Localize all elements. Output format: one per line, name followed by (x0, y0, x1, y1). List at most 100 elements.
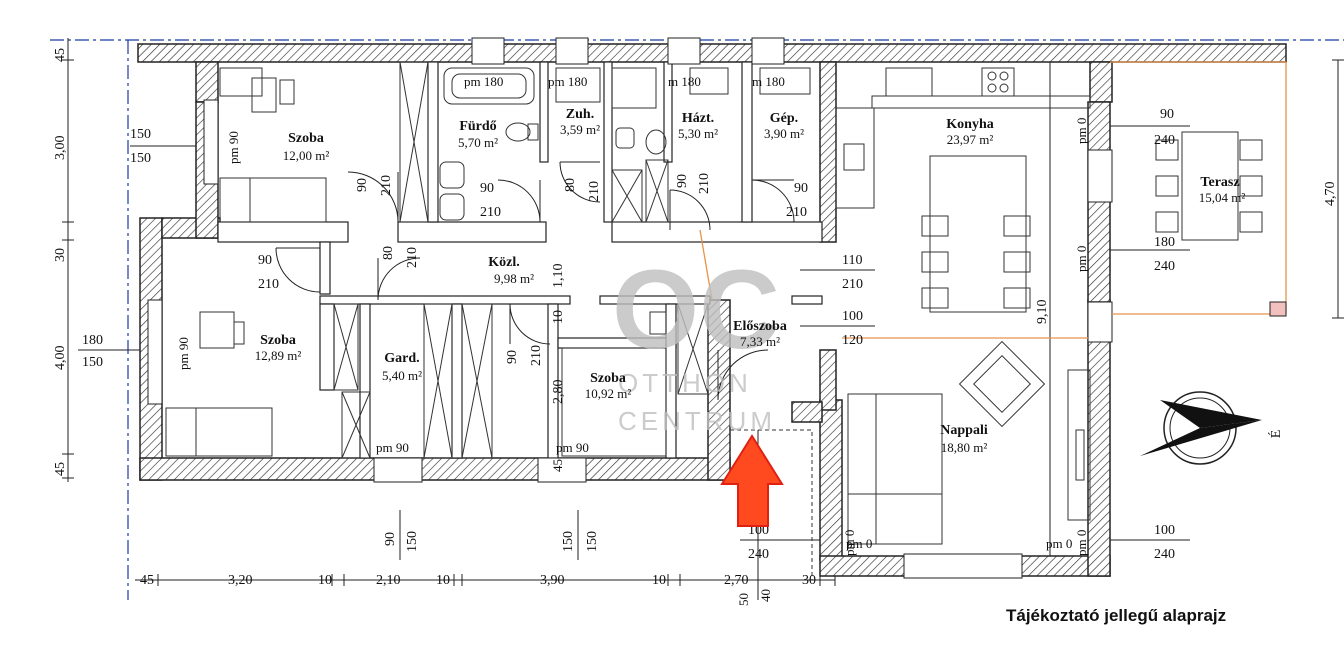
room-name-szoba1: Szoba (288, 131, 324, 146)
dim-label: 150 (405, 531, 420, 552)
dim-label: 2,70 (724, 573, 749, 588)
room-labels: Szoba 12,00 m² Fürdő 5,70 m² Zuh. 3,59 m… (255, 107, 1246, 455)
window-labels: pm 180 pm 180 m 180 m 180 pm 90 pm 90 pm… (176, 74, 1089, 556)
room-name-szoba3: Szoba (590, 371, 626, 386)
room-name-gard: Gard. (384, 351, 419, 366)
dim-label: 100 (1154, 523, 1175, 538)
dim-label: 30 (53, 248, 68, 262)
window-label: pm 0 (846, 536, 872, 551)
dim-label: 210 (697, 173, 712, 194)
axis-lines (50, 39, 1344, 600)
dim-label: 210 (842, 277, 863, 292)
dim-label: 50 (736, 593, 751, 606)
right-dimension: 4,70 (1323, 182, 1338, 207)
dim-label: 3,90 (540, 573, 565, 588)
watermark-line2: CENTRUM (618, 406, 776, 436)
dim-label: 90 (383, 532, 398, 546)
dim-label: 210 (529, 345, 544, 366)
dim-label: 210 (480, 205, 501, 220)
room-name-nappali: Nappali (940, 423, 988, 438)
terrace-outline (699, 61, 1287, 339)
terrace-post (1269, 301, 1287, 317)
opening-dimensions-vertical: 90 210 80 210 90 210 80 210 90 210 90 15… (355, 173, 712, 552)
dim-label: 100 (842, 309, 863, 324)
room-name-terasz: Terasz (1200, 175, 1239, 190)
window-label: pm 0 (842, 530, 857, 556)
dim-label: 30 (802, 573, 816, 588)
opening-dimensions: 150 150 180 150 90 210 90 210 90 210 110… (82, 107, 1175, 562)
inner-vertical-dimensions: 9,10 1,10 10 2,80 45 50 40 (550, 264, 1050, 607)
dim-label: 150 (82, 355, 103, 370)
dim-label: 90 (794, 181, 808, 196)
entrance-path (729, 429, 813, 580)
interior-walls (217, 61, 823, 459)
dim-label: 45 (550, 459, 565, 472)
dim-label: 240 (1154, 547, 1175, 562)
compass-icon: É (1140, 391, 1284, 465)
dim-label: 210 (258, 277, 279, 292)
dim-label: 2,10 (376, 573, 401, 588)
dim-label: 210 (587, 181, 602, 202)
room-area-zuh: 3,59 m² (560, 122, 600, 137)
room-area-konyha: 23,97 m² (947, 132, 994, 147)
window-label: pm 0 (1074, 246, 1089, 272)
dim-label: 45 (53, 462, 68, 476)
dim-label: 90 (1160, 107, 1174, 122)
dim-label: 210 (379, 175, 394, 196)
room-area-gard: 5,40 m² (382, 368, 422, 383)
dim-label: 150 (130, 127, 151, 142)
room-area-hazt: 5,30 m² (678, 126, 718, 141)
dim-label: 150 (585, 531, 600, 552)
dim-label: 45 (53, 48, 68, 62)
room-area-szoba2: 12,89 m² (255, 348, 302, 363)
watermark: OC OTTHON CENTRUM (612, 247, 780, 436)
dim-label: 180 (1154, 235, 1175, 250)
dim-label: 10 (652, 573, 666, 588)
window-label: pm 90 (376, 440, 409, 455)
room-area-eloszoba: 7,33 m² (740, 334, 780, 349)
dim-label: 210 (405, 247, 420, 268)
dim-label: 3,00 (53, 136, 68, 161)
room-name-szoba2: Szoba (260, 333, 296, 348)
window-label: pm 90 (226, 131, 241, 164)
room-name-eloszoba: Előszoba (733, 319, 787, 334)
dim-label: 90 (675, 174, 690, 188)
dim-label: 4,00 (53, 346, 68, 371)
dim-label: 2,80 (551, 380, 566, 405)
compass-label: É (1267, 430, 1284, 439)
dim-label: 150 (561, 531, 576, 552)
dim-label: 10 (436, 573, 450, 588)
room-name-gep: Gép. (770, 111, 798, 126)
window-label: pm 0 (1074, 118, 1089, 144)
dim-label: 80 (563, 178, 578, 192)
dim-label: 9,10 (1035, 300, 1050, 325)
dim-label: 3,20 (228, 573, 253, 588)
room-name-zuh: Zuh. (566, 107, 594, 122)
dim-label: 90 (258, 253, 272, 268)
bottom-dimensions: 45 3,20 10 2,10 10 3,90 10 2,70 30 (140, 573, 816, 588)
room-area-nappali: 18,80 m² (941, 440, 988, 455)
dim-label: 10 (318, 573, 332, 588)
room-area-furdo: 5,70 m² (458, 135, 498, 150)
watermark-line1: OTTHON (618, 368, 752, 398)
room-area-kozl: 9,98 m² (494, 271, 534, 286)
window-label: m 180 (668, 74, 701, 89)
fixtures (165, 67, 1263, 545)
dim-label: 210 (786, 205, 807, 220)
left-dimensions: 45 3,00 30 4,00 45 (53, 48, 68, 476)
watermark-letters: OC (612, 247, 780, 372)
dim-label: 150 (130, 151, 151, 166)
window-label: pm 180 (548, 74, 587, 89)
dim-label: 1,10 (551, 264, 566, 289)
dim-label: 45 (140, 573, 154, 588)
room-name-konyha: Konyha (946, 117, 993, 132)
window-label: pm 90 (176, 337, 191, 370)
wardrobes (333, 61, 709, 459)
window-label: pm 90 (556, 440, 589, 455)
dim-label: 90 (505, 350, 520, 364)
room-area-szoba3: 10,92 m² (585, 386, 632, 401)
dim-label: 90 (480, 181, 494, 196)
dim-label: 240 (748, 547, 769, 562)
dim-label: 10 (551, 310, 566, 324)
